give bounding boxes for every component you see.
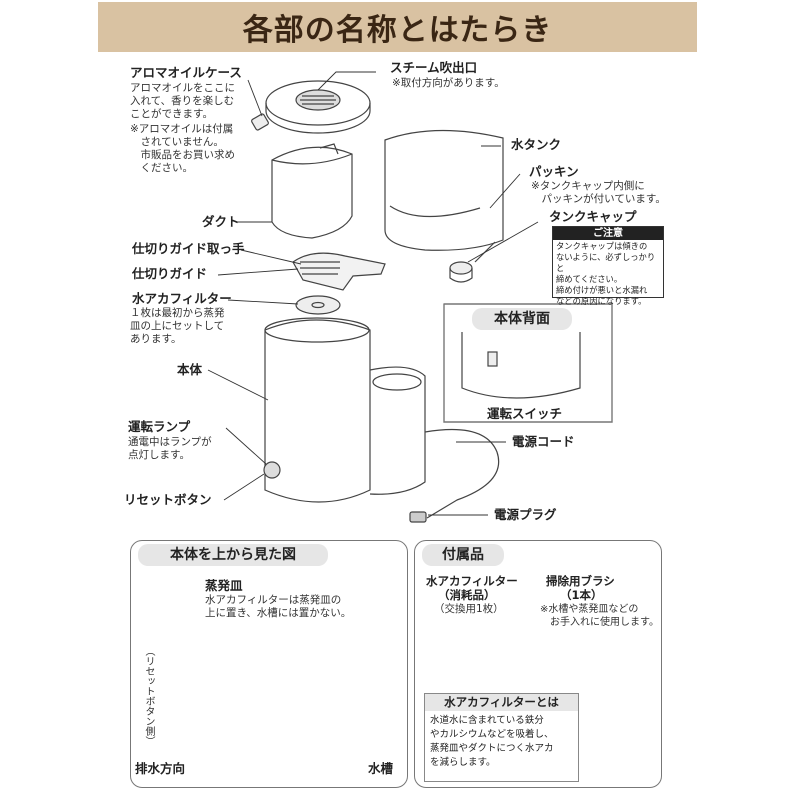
aroma-case-label: アロマオイルケース (130, 67, 242, 80)
accessory-filter-qty: （交換用1枚） (434, 603, 504, 616)
filter-note: １枚は最初から蒸発 皿の上にセットして あります。 (130, 307, 225, 346)
top-view-title: 本体を上から見た図 (138, 544, 328, 566)
accessory-filter-name: 水アカフィルター (426, 576, 518, 588)
divider-handle-label: 仕切りガイド取っ手 (132, 243, 245, 256)
packing-label: パッキン (529, 166, 579, 179)
duct-label: ダクト (202, 216, 240, 229)
water-bath-label: 水槽 (368, 763, 393, 776)
brush-qty: （1本） (560, 590, 603, 602)
caution-text: タンクキャップは傾きの ないように、必ずしっかりと 締めてください。 締め付けが… (553, 240, 663, 308)
caution-title: ご注意 (553, 227, 663, 240)
power-cord-label: 電源コード (512, 436, 575, 449)
steam-outlet-label: スチーム吹出口 (390, 62, 477, 75)
filter-label: 水アカフィルター (132, 293, 232, 306)
steam-outlet-note: ※取付方向があります。 (392, 77, 505, 90)
filter-definition-box: 水アカフィルターとは 水道水に含まれている鉄分 やカルシウムなどを吸着し、 蒸発… (424, 693, 579, 782)
steam-outlet-illustration (266, 81, 370, 133)
filter-definition-text: 水道水に含まれている鉄分 やカルシウムなどを吸着し、 蒸発皿やダクトにつく水アカ… (425, 711, 578, 773)
divider-guide-illustration (293, 253, 385, 290)
caution-box: ご注意 タンクキャップは傾きの ないように、必ずしっかりと 締めてください。 締… (552, 226, 664, 298)
body-label: 本体 (177, 364, 202, 377)
evap-dish-label: 蒸発皿 (205, 580, 243, 593)
top-view-panel (130, 540, 408, 788)
tank-cap-label: タンクキャップ (549, 211, 637, 224)
packing-note: ※タンクキャップ内側に パッキンが付いています。 (531, 180, 666, 206)
power-switch-label: 運転スイッチ (487, 408, 562, 421)
reset-side-note: （リセットボタン側） (142, 646, 155, 746)
lamp-note: 通電中はランプが 点灯します。 (128, 436, 212, 462)
body-back-title: 本体背面 (472, 308, 572, 330)
water-tank-illustration (385, 130, 503, 250)
accessory-filter-sub: （消耗品） (438, 590, 496, 602)
accessories-title: 付属品 (422, 544, 504, 566)
brush-note: ※水槽や蒸発皿などの お手入れに使用します。 (540, 603, 659, 629)
reset-button-label: リセットボタン (124, 494, 212, 507)
evap-dish-note: 水アカフィルターは蒸発皿の 上に置き、水槽には置かない。 (205, 594, 351, 620)
duct-illustration (272, 144, 352, 238)
drain-direction-label: 排水方向 (135, 763, 185, 776)
brush-name: 掃除用ブラシ (546, 576, 615, 588)
main-body-illustration (264, 318, 425, 502)
water-tank-label: 水タンク (511, 139, 561, 152)
filter-definition-title: 水アカフィルターとは (425, 694, 578, 711)
aroma-case-note: アロマオイルをここに 入れて、香りを楽しむ ことができます。 (130, 82, 235, 121)
filter-disc-illustration (296, 296, 340, 314)
aroma-warning-note: ※アロマオイルは付属 されていません。 市販品をお買い求め ください。 (130, 123, 235, 175)
power-plug-illustration (410, 512, 426, 522)
power-cord-illustration (425, 430, 499, 519)
lamp-label: 運転ランプ (128, 421, 190, 434)
plug-label: 電源プラグ (494, 509, 557, 522)
divider-label: 仕切りガイド (132, 268, 207, 281)
aroma-case-illustration (251, 113, 269, 130)
